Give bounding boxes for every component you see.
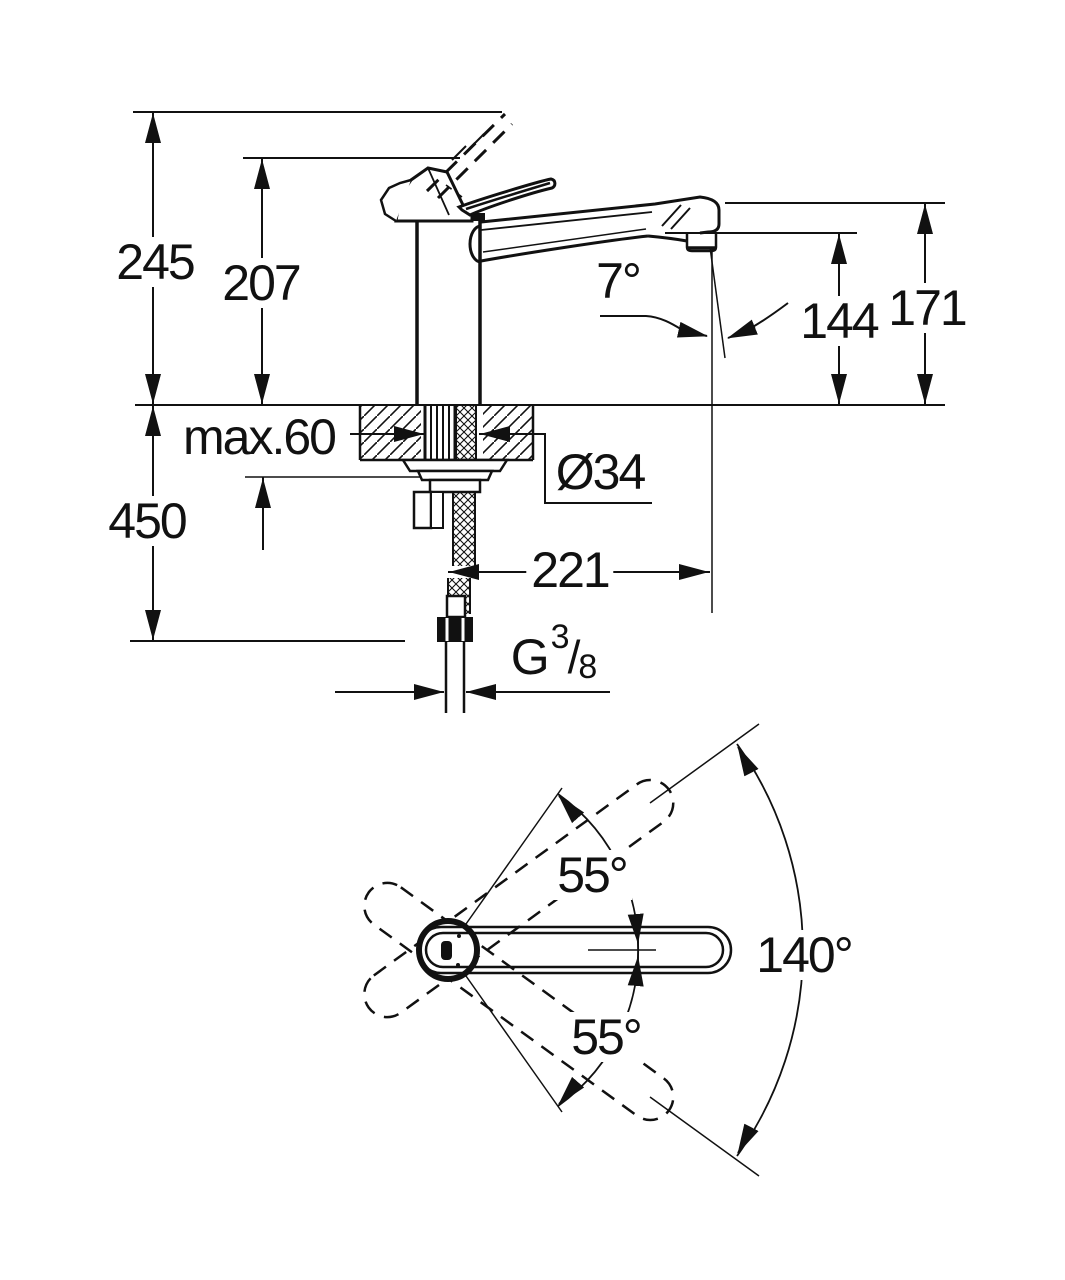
top-view	[363, 723, 804, 1177]
dim-hose-length-label: 450	[103, 496, 191, 546]
thread-prefix: G	[510, 629, 550, 685]
dim-connection-thread-label: G 3 / 8	[506, 620, 601, 686]
dim-spout-reach-label: 221	[526, 545, 614, 595]
dim-body-height-label: 207	[217, 258, 305, 308]
dim-swivel-total-label: 140°	[751, 930, 857, 980]
thread-slash: /	[567, 631, 581, 683]
dim-deck-thickness-label: max.60	[183, 409, 337, 465]
dim-spout-top-height-label: 171	[883, 283, 971, 333]
dimension-lines	[152, 112, 926, 693]
faucet-body-side	[379, 112, 721, 405]
dimension-arrows	[145, 113, 933, 700]
dim-swivel-lower-label: 55°	[566, 1012, 646, 1062]
dim-spout-angle-label: 7°	[596, 253, 642, 309]
thread-numerator: 3	[550, 618, 570, 656]
under-counter-assembly	[400, 406, 510, 713]
dim-outlet-height-label: 144	[795, 296, 883, 346]
dim-overall-height-label: 245	[111, 237, 199, 287]
dim-hole-diameter-label: Ø34	[555, 444, 647, 500]
reference-lines	[130, 111, 945, 642]
dim-swivel-upper-label: 55°	[552, 850, 632, 900]
thread-denominator: 8	[578, 648, 597, 686]
